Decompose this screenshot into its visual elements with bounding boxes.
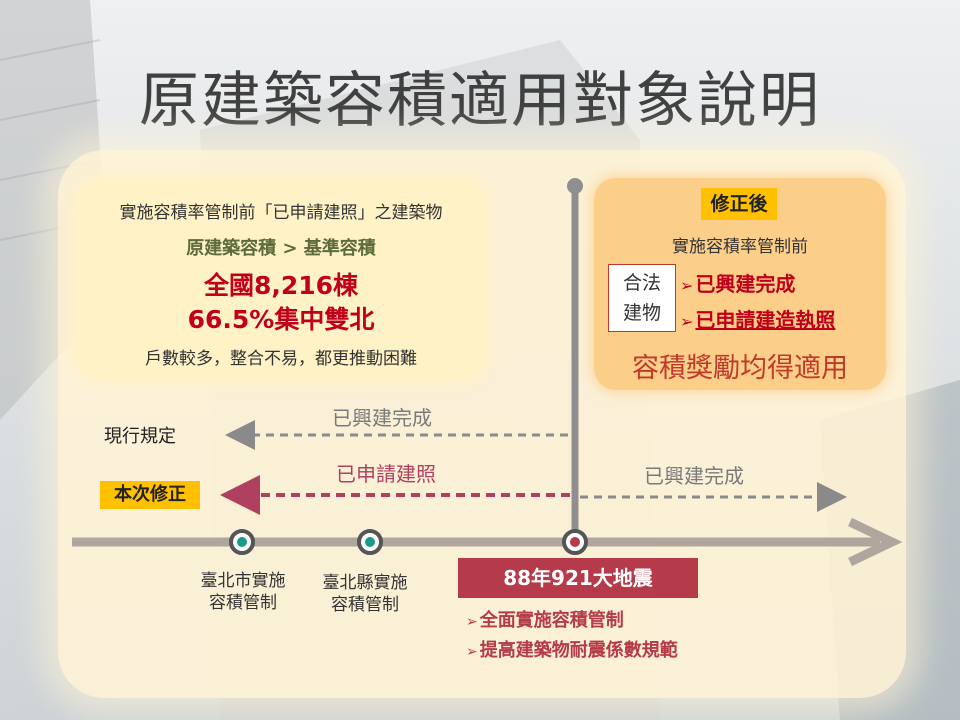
amend-built-text: 已興建完成 xyxy=(644,464,744,488)
arrow-bullet-icon: ➢ xyxy=(466,614,478,630)
page-title: 原建築容積適用對象說明 xyxy=(139,66,821,136)
quake-label: 88年921大地震 xyxy=(458,558,698,598)
taipei-share-text: 66.5%集中雙北 xyxy=(187,305,375,334)
amended-subtitle: 實施容積率管制前 xyxy=(672,237,808,257)
amended-badge: 修正後 xyxy=(701,188,777,220)
legal-label-line2: 建物 xyxy=(622,302,661,324)
quake-item-full-control-text: 全面實施容積管制 xyxy=(479,610,624,631)
pre-control-buildings-text: 實施容積率管制前「已申請建照」之建築物 xyxy=(119,203,443,223)
amended-item-built: ➢已興建完成 xyxy=(680,268,795,297)
quake-top-dot xyxy=(567,178,583,194)
taipei-county-label-line1: 臺北縣實施 xyxy=(322,573,408,593)
amended-item-permit-text: 已申請建造執照 xyxy=(695,308,836,332)
amend-permit-text: 已申請建照 xyxy=(336,462,436,486)
national-count-text: 全國8,216棟 xyxy=(203,271,359,300)
difficulty-text: 戶數較多，整合不易，都更推動困難 xyxy=(145,349,417,369)
legal-building-label: 合法 建物 xyxy=(608,264,676,332)
current-rule-label: 現行規定 xyxy=(104,426,176,447)
arrow-bullet-icon: ➢ xyxy=(680,276,694,295)
arrow-bullet-icon: ➢ xyxy=(466,644,478,660)
arrow-bullet-icon: ➢ xyxy=(680,312,694,331)
taipei-city-label-line2: 容積管制 xyxy=(209,593,277,613)
taipei-county-label-line2: 容積管制 xyxy=(331,595,399,615)
taipei-county-label: 臺北縣實施 容積管制 xyxy=(300,572,430,616)
quake-item-full-control: ➢全面實施容積管制 xyxy=(466,606,624,632)
amended-item-permit: ➢已申請建造執照 xyxy=(680,304,835,333)
taipei-city-label: 臺北市實施 容積管制 xyxy=(178,570,308,614)
amendment-label: 本次修正 xyxy=(100,481,200,509)
time-axis-arrowhead xyxy=(848,517,903,567)
current-arrow-text: 已興建完成 xyxy=(332,406,432,430)
quake-item-seismic-text: 提高建築物耐震係數規範 xyxy=(479,640,678,661)
original-vs-base-capacity-text: 原建築容積 > 基準容積 xyxy=(186,238,376,259)
taipei-city-label-line1: 臺北市實施 xyxy=(200,571,286,591)
bonus-applicable-text: 容積獎勵均得適用 xyxy=(632,353,848,384)
quake-item-seismic: ➢提高建築物耐震係數規範 xyxy=(466,636,678,662)
legal-label-line1: 合法 xyxy=(622,272,661,294)
amended-item-built-text: 已興建完成 xyxy=(695,272,796,296)
current-rule-box xyxy=(76,178,486,380)
